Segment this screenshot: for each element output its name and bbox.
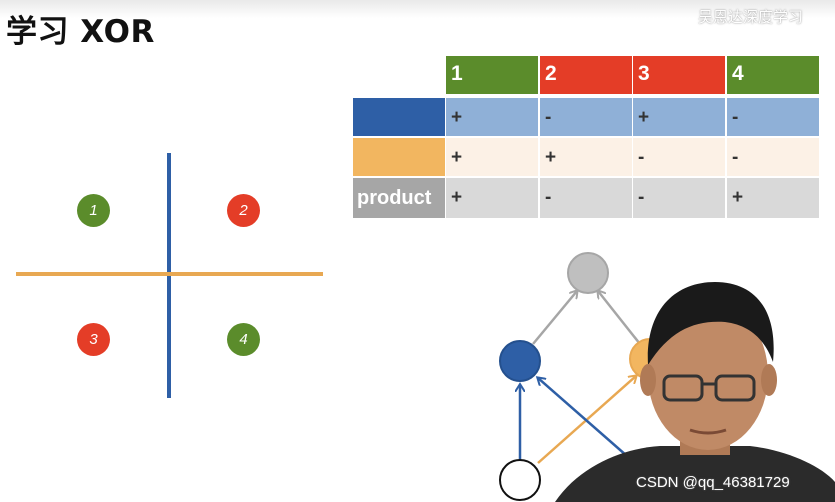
table-cell: - [540,98,632,136]
presenter-ear-right [761,364,777,396]
table-cell: + [633,98,725,136]
table-cell: + [446,98,538,136]
quadrant-3-point: 3 [77,323,110,356]
column-header-4: 4 [727,56,819,94]
glasses-left-lens [662,374,704,402]
hidden-node-blue [499,340,541,382]
table-cell: - [633,138,725,176]
watermark-top: 吴恩达深度学习 [698,8,804,26]
quadrant-2-point: 2 [227,194,260,227]
presenter-ear-left [640,364,656,396]
column-header-2: 2 [540,56,632,94]
table-cell: + [727,178,819,218]
table-cell: - [633,178,725,218]
quadrant-1-point: 1 [77,194,110,227]
table-cell: - [540,178,632,218]
table-cell: - [727,138,819,176]
top-bar [0,0,835,18]
watermark-bottom: CSDN @qq_46381729 [636,474,790,491]
column-header-1: 1 [446,56,538,94]
table-cell: + [446,178,538,218]
presenter-face [648,300,768,450]
column-header-3: 3 [633,56,725,94]
glasses-right-lens [714,374,756,402]
slide-title: 学习 XOR [6,14,155,50]
input-node-1 [499,459,541,501]
orange-divider-line [16,272,323,276]
row-label-blue [353,98,445,136]
presenter-shirt [555,446,835,502]
row-label-orange [353,138,445,176]
table-cell: + [446,138,538,176]
output-node [567,252,609,294]
table-cell: + [540,138,632,176]
edge-input2-to-blue [538,378,636,464]
presenter-hair [647,282,774,365]
edge-blue-to-output [532,291,577,345]
presenter-mouth [689,428,727,435]
sign-table: 1 2 3 4 + - + - + + - - product + - - + [353,56,819,218]
row-label-product: product [353,178,445,218]
quadrant-diagram: 1 2 3 4 [0,140,340,410]
table-cell: - [727,98,819,136]
quadrant-4-point: 4 [227,323,260,356]
edge-orange-to-output [598,291,641,345]
presenter-video [555,282,835,502]
